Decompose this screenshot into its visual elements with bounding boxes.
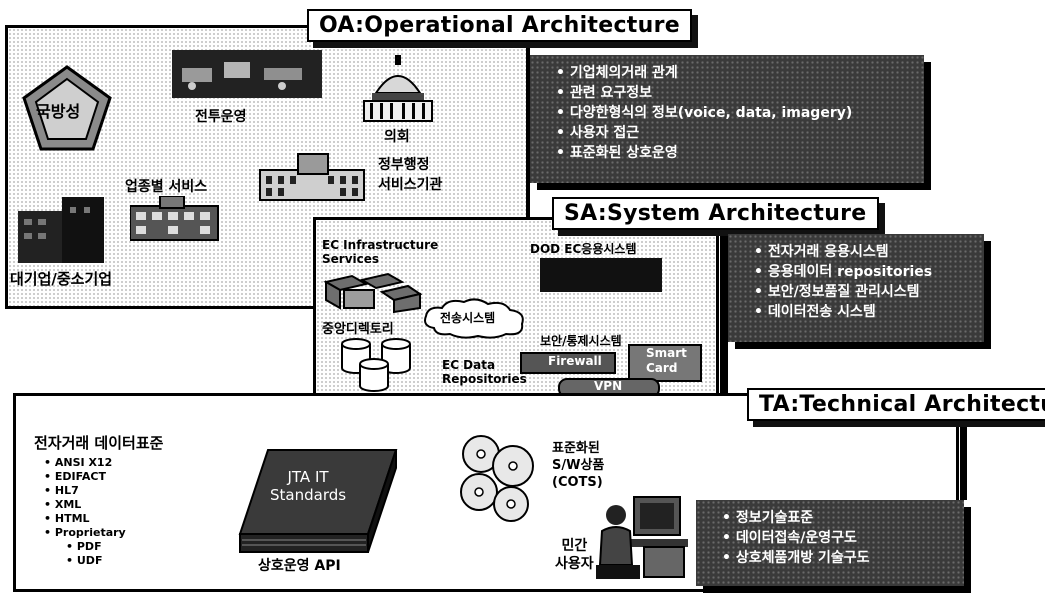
standard-item: ANSI X12 (44, 456, 126, 470)
industry-icon (129, 195, 220, 246)
sa-connector-line (720, 223, 728, 403)
pentagon-label: 국방성 (36, 102, 81, 121)
sa-bullet: 보안/정보품질 관리시스템 (754, 282, 972, 302)
cots-discs-icon (455, 432, 545, 528)
directory-label: 중앙디렉토리 (322, 322, 394, 337)
standard-item: HTML (44, 512, 126, 526)
standard-item: EDIFACT (44, 470, 126, 484)
standard-item: HL7 (44, 484, 126, 498)
oa-bullet: 관련 요구정보 (556, 83, 912, 103)
combat-vehicles-icon (172, 50, 322, 102)
pentagon-icon (22, 65, 112, 155)
firewall-box (520, 352, 616, 374)
capitol-icon (358, 55, 438, 129)
standard-subitem: UDF (44, 554, 126, 568)
jta-book-label: JTA IT Standards (270, 468, 347, 504)
sa-title: SA:System Architecture (552, 197, 879, 230)
combat-label: 전투운영 (195, 109, 247, 125)
ta-bullet: 정보기술표준 (722, 508, 952, 528)
ec-infra-label: EC Infrastructure Services (322, 238, 439, 266)
api-label: 상호운영 API (258, 558, 341, 574)
oa-bullet: 다양한형식의 정보(voice, data, imagery) (556, 103, 912, 123)
jta-book-icon (238, 448, 398, 562)
enterprise-building-icon (18, 197, 106, 269)
oa-bullet-box: 기업체의거래 관계 관련 요구정보 다양한형식의 정보(voice, data,… (530, 55, 924, 183)
government-label: 정부행정 서비스기관 (378, 157, 443, 193)
oa-title: OA:Operational Architecture (307, 9, 692, 42)
vpn-label: VPN (594, 379, 623, 393)
standards-title: 전자거래 데이터표준 (34, 434, 164, 452)
sa-bullet-box: 전자거래 응용시스템 응용데이터 repositories 보안/정보품질 관리… (728, 234, 984, 342)
sa-bullet: 전자거래 응용시스템 (754, 242, 972, 262)
user-label: 민간 사용자 (555, 538, 594, 572)
smartcard-label: Smart Card (646, 346, 687, 375)
ec-data-label: EC Data Repositories (442, 358, 527, 386)
oa-bullet: 사용자 접근 (556, 123, 912, 143)
industry-label: 업종별 서비스 (125, 179, 208, 195)
dod-apps-block (540, 258, 662, 292)
transfer-cloud-icon (420, 296, 530, 344)
enterprise-label: 대기업/중소기업 (10, 270, 113, 288)
cots-label: 표준화된 S/W상품 (COTS) (552, 441, 605, 490)
ta-bullet: 상호체품개방 기술구도 (722, 548, 952, 568)
sa-bullet: 응용데이터 repositories (754, 262, 972, 282)
standards-list: ANSI X12 EDIFACT HL7 XML HTML Proprietar… (44, 456, 126, 568)
server-cluster-icon (322, 268, 423, 318)
ta-title: TA:Technical Architecture (747, 388, 1045, 421)
congress-label: 의회 (384, 129, 410, 145)
database-icon (338, 336, 418, 400)
user-workstation-icon (594, 495, 694, 585)
ta-bullet: 데이터접속/운영구도 (722, 528, 952, 548)
standard-subitem: PDF (44, 540, 126, 554)
standard-item: Proprietary (44, 526, 126, 540)
transfer-label: 전송시스템 (440, 311, 496, 325)
ta-connector-line (960, 410, 967, 500)
smartcard-box (628, 344, 702, 382)
oa-bullet: 기업체의거래 관계 (556, 63, 912, 83)
oa-bullet: 표준화된 상호운영 (556, 143, 912, 163)
ta-bullet-box: 정보기술표준 데이터접속/운영구도 상호체품개방 기술구도 (696, 500, 964, 586)
firewall-label: Firewall (548, 354, 602, 368)
dod-apps-label: DOD EC응용시스템 (530, 242, 637, 256)
security-label: 보안/통제시스템 (540, 334, 622, 348)
sa-bullet: 데이터전송 시스템 (754, 302, 972, 322)
government-building-icon (258, 150, 368, 206)
standard-item: XML (44, 498, 126, 512)
